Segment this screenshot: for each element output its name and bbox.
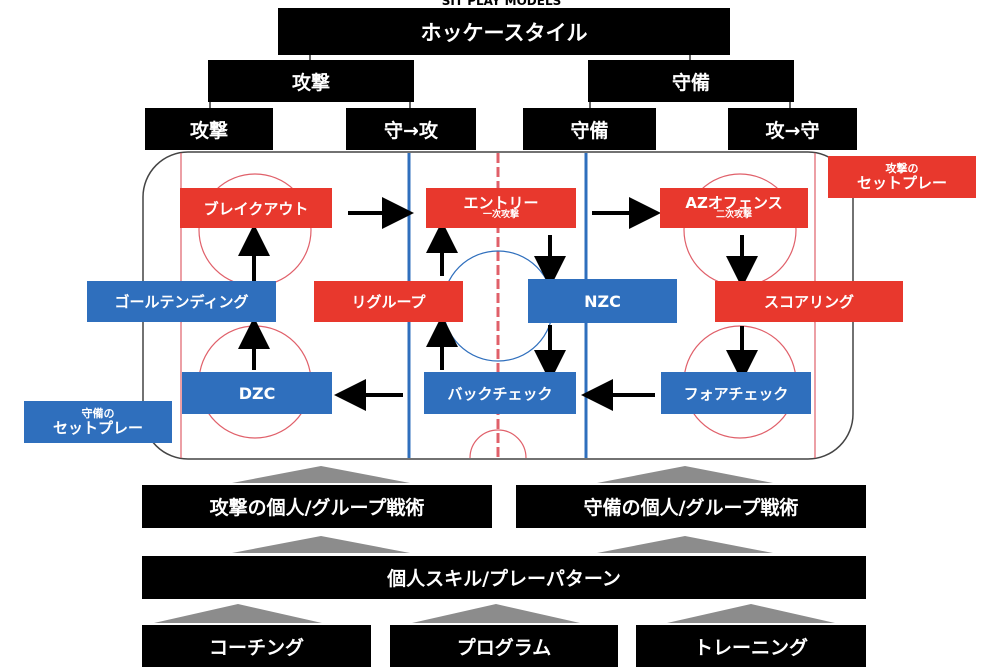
hockey-style-title: ホッケースタイル: [278, 8, 730, 55]
referee-crease: [469, 429, 527, 459]
backcheck-box: バックチェック: [424, 372, 576, 414]
az-offense-label: AZオフェンス: [685, 193, 783, 212]
offense-set-play-line2: セットプレー: [856, 173, 947, 192]
offense-tactics-box: 攻撃の個人/グループ戦術: [142, 485, 492, 528]
regroup-box: リグループ: [314, 281, 463, 322]
training-box: トレーニング: [636, 625, 866, 667]
defense-set-play-line2: セットプレー: [52, 418, 143, 437]
level2-defense: 守備: [523, 108, 656, 150]
coaching-box: コーチング: [142, 625, 371, 667]
breakout-box: ブレイクアウト: [180, 188, 332, 228]
dzc-box: DZC: [182, 372, 332, 414]
nzc-box: NZC: [528, 279, 677, 323]
level1-defense: 守備: [588, 60, 794, 102]
entry-sublabel: 一次攻撃: [482, 210, 519, 221]
defense-set-play-box: 守備の セットプレー: [24, 401, 172, 443]
level2-offense: 攻撃: [145, 108, 273, 150]
program-box: プログラム: [390, 625, 618, 667]
az-offense-sublabel: 二次攻撃: [715, 210, 752, 221]
offense-set-play-line1: 攻撃の: [885, 161, 919, 175]
flow-arrows: [238, 197, 758, 411]
skills-box: 個人スキル/プレーパターン: [142, 556, 866, 599]
level2-off-to-def: 攻→守: [728, 108, 857, 150]
forecheck-box: フォアチェック: [661, 372, 811, 414]
az-offense-box: AZオフェンス 二次攻撃: [660, 188, 808, 228]
scoring-box: スコアリング: [715, 281, 903, 322]
goaltending-box: ゴールテンディング: [87, 281, 276, 322]
entry-label: エントリー: [463, 193, 539, 212]
level1-offense: 攻撃: [208, 60, 414, 102]
defense-tactics-box: 守備の個人/グループ戦術: [516, 485, 866, 528]
defense-set-play-line1: 守備の: [81, 406, 115, 420]
level2-def-to-off: 守→攻: [346, 108, 476, 150]
offense-set-play-box: 攻撃の セットプレー: [828, 156, 976, 198]
support-triangles: [154, 466, 835, 623]
hierarchy-connectors: [209, 55, 791, 108]
entry-box: エントリー 一次攻撃: [426, 188, 576, 228]
top-caption: SIT PLAY MODELS: [441, 0, 562, 8]
